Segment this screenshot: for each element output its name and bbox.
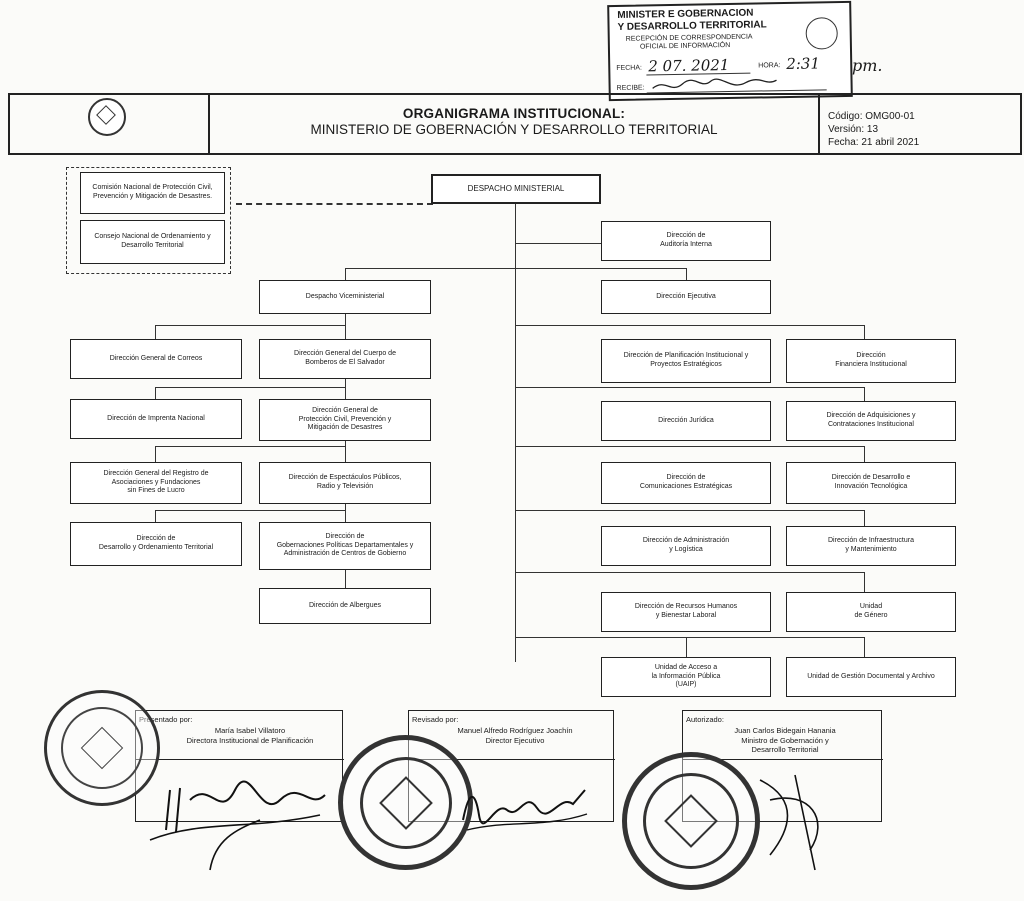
box-espectaculos: Dirección de Espectáculos Públicos, Radi… bbox=[259, 462, 431, 504]
doc-version: Versión: 13 bbox=[828, 124, 879, 135]
box-consejo-nacional: Consejo Nacional de Ordenamiento y Desar… bbox=[80, 220, 225, 264]
right-branch-2 bbox=[515, 387, 865, 388]
header-divider-left bbox=[208, 93, 210, 155]
main-trunk-line bbox=[515, 204, 516, 662]
box-registro: Dirección General del Registro de Asocia… bbox=[70, 462, 242, 504]
stub-registro bbox=[155, 446, 156, 462]
vice-branch-1 bbox=[155, 325, 345, 326]
stub-financiera bbox=[864, 325, 865, 339]
box-bomberos: Dirección General del Cuerpo de Bomberos… bbox=[259, 339, 431, 379]
box-direccion-ejecutiva: Dirección Ejecutiva bbox=[601, 280, 771, 314]
box-gestion-documental: Unidad de Gestión Documental y Archivo bbox=[786, 657, 956, 697]
box-planificacion: Dirección de Planificación Institucional… bbox=[601, 339, 771, 383]
doc-code: Código: OMG00-01 bbox=[828, 111, 915, 122]
stamp-line-2: Y DESARROLLO TERRITORIAL bbox=[617, 19, 767, 33]
box-despacho-viceministerial: Despacho Viceministerial bbox=[259, 280, 431, 314]
box-gobernaciones: Dirección de Gobernaciones Políticas Dep… bbox=[259, 522, 431, 570]
line-to-auditoria bbox=[515, 243, 601, 244]
stamp-hora-value: 2:31 bbox=[786, 54, 821, 74]
stub-innovacion bbox=[864, 446, 865, 462]
right-branch-3 bbox=[515, 446, 865, 447]
stamp-fecha-label: FECHA: bbox=[616, 64, 643, 72]
stub-adquisiciones bbox=[864, 387, 865, 401]
header-divider-right bbox=[818, 93, 820, 155]
stub-correos bbox=[155, 325, 156, 339]
box-despacho-ministerial: DESPACHO MINISTERIAL bbox=[431, 174, 601, 204]
header-frame bbox=[8, 93, 1022, 155]
autorizado-label: Autorizado: bbox=[686, 715, 724, 724]
stub-desarrollo bbox=[155, 510, 156, 522]
reception-stamp: MINISTER E GOBERNACION Y DESARROLLO TERR… bbox=[607, 0, 853, 102]
page-title: ORGANIGRAMA INSTITUCIONAL: bbox=[402, 106, 626, 121]
autorizado-role: Ministro de Gobernación y Desarrollo Ter… bbox=[741, 736, 829, 754]
box-financiera: Dirección Financiera Institucional bbox=[786, 339, 956, 383]
right-branch-4 bbox=[515, 510, 865, 511]
dashed-connector bbox=[236, 203, 433, 205]
box-desarrollo-territorial: Dirección de Desarrollo y Ordenamiento T… bbox=[70, 522, 242, 566]
seal-planificacion-icon bbox=[44, 690, 160, 806]
page-subtitle: MINISTERIO DE GOBERNACIÓN Y DESARROLLO T… bbox=[310, 122, 718, 137]
seal-ministro-icon bbox=[622, 752, 760, 890]
signature-villatoro-icon bbox=[149, 780, 326, 871]
stamp-line-3: RECEPCIÓN DE CORRESPONDENCIA bbox=[625, 33, 753, 43]
box-adquisiciones: Dirección de Adquisiciones y Contratacio… bbox=[786, 401, 956, 441]
autorizado-name: Juan Carlos Bidegain Hanania bbox=[734, 726, 836, 735]
presentado-name: María Isabel Villatoro bbox=[214, 726, 286, 735]
line-level2 bbox=[345, 268, 686, 269]
box-juridica: Dirección Jurídica bbox=[601, 401, 771, 441]
box-albergues: Dirección de Albergues bbox=[259, 588, 431, 624]
line-to-ejecutiva bbox=[686, 268, 687, 280]
vice-branch-4 bbox=[155, 510, 345, 511]
revisado-label: Revisado por: bbox=[412, 715, 459, 724]
stamp-recibe-label: RECIBE: bbox=[616, 84, 645, 92]
recibe-signature-icon bbox=[652, 78, 777, 89]
presentado-role: Directora Institucional de Planificación bbox=[186, 736, 314, 745]
line-to-viceministerial bbox=[345, 268, 346, 280]
box-proteccion-civil: Dirección General de Protección Civil, P… bbox=[259, 399, 431, 441]
box-comunicaciones: Dirección de Comunicaciones Estratégicas bbox=[601, 462, 771, 504]
signature-rodriguez-icon bbox=[462, 789, 588, 831]
revisado-role: Director Ejecutivo bbox=[485, 736, 545, 745]
right-branch-1 bbox=[515, 325, 865, 326]
box-correos: Dirección General de Correos bbox=[70, 339, 242, 379]
stub-genero bbox=[864, 572, 865, 592]
stamp-coat-of-arms-icon bbox=[805, 17, 838, 50]
vice-branch-3 bbox=[155, 446, 345, 447]
advisory-group-frame bbox=[66, 167, 231, 274]
box-innovacion: Dirección de Desarrollo e Innovación Tec… bbox=[786, 462, 956, 504]
box-auditoria-interna: Dirección de Auditoría Interna bbox=[601, 221, 771, 261]
box-genero: Unidad de Género bbox=[786, 592, 956, 632]
box-uaip: Unidad de Acceso a la Información Públic… bbox=[601, 657, 771, 697]
signature-bidegain-icon bbox=[759, 774, 819, 871]
box-infraestructura: Dirección de Infraestructura y Mantenimi… bbox=[786, 526, 956, 566]
right-branch-6 bbox=[515, 637, 865, 638]
seal-direccion-ejecutiva-icon bbox=[338, 735, 473, 870]
revisado-name: Manuel Alfredo Rodríguez Joachín bbox=[457, 726, 573, 735]
right-branch-5 bbox=[515, 572, 865, 573]
vice-trunk-line bbox=[345, 314, 346, 598]
stub-infraestructura bbox=[864, 510, 865, 526]
stub-imprenta bbox=[155, 387, 156, 399]
stamp-line-4: OFICIAL DE INFORMACIÓN bbox=[639, 41, 731, 51]
stamp-hora-suffix: pm. bbox=[852, 56, 883, 75]
box-comision-nacional: Comisión Nacional de Protección Civil, P… bbox=[80, 172, 225, 214]
box-imprenta: Dirección de Imprenta Nacional bbox=[70, 399, 242, 439]
stub-uaip bbox=[686, 637, 687, 657]
coat-of-arms-icon bbox=[88, 98, 126, 136]
vice-branch-2 bbox=[155, 387, 345, 388]
doc-date: Fecha: 21 abril 2021 bbox=[828, 137, 920, 148]
box-administracion: Dirección de Administración y Logística bbox=[601, 526, 771, 566]
stub-gestion bbox=[864, 637, 865, 657]
box-recursos-humanos: Dirección de Recursos Humanos y Bienesta… bbox=[601, 592, 771, 632]
stamp-hora-label: HORA: bbox=[758, 62, 781, 70]
presentado-label: Presentado por: bbox=[139, 715, 193, 724]
